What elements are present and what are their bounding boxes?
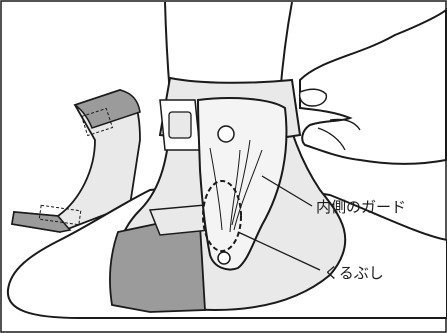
velcro-patch-top [80,107,114,137]
inner-guard-label: 内側のガード [316,198,406,216]
guard-lower-rivet [217,251,231,265]
loose-strap-flap-dark [73,89,141,129]
guard-rib-3 [233,149,263,231]
guard-upper-rivet [217,125,235,143]
cuff-window [168,111,192,139]
guard-rib-4 [231,139,251,226]
hand-outline [299,7,447,165]
hand-finger-crease [329,118,361,131]
foot-strap-light-band [148,204,211,236]
ankle-bone-marker [202,180,242,252]
ankle-bone-label: くるぶし [324,264,384,282]
ankle-bone-leader-line [237,231,321,271]
inner-guard-leader-line [261,175,313,207]
guard-rib-1 [209,147,223,231]
foot-strap-dark [109,221,206,313]
hand-knuckle-line [317,127,346,151]
loose-strap-tip [11,211,72,233]
velcro-patch-bottom [38,204,82,226]
hand-thumb [298,88,328,107]
